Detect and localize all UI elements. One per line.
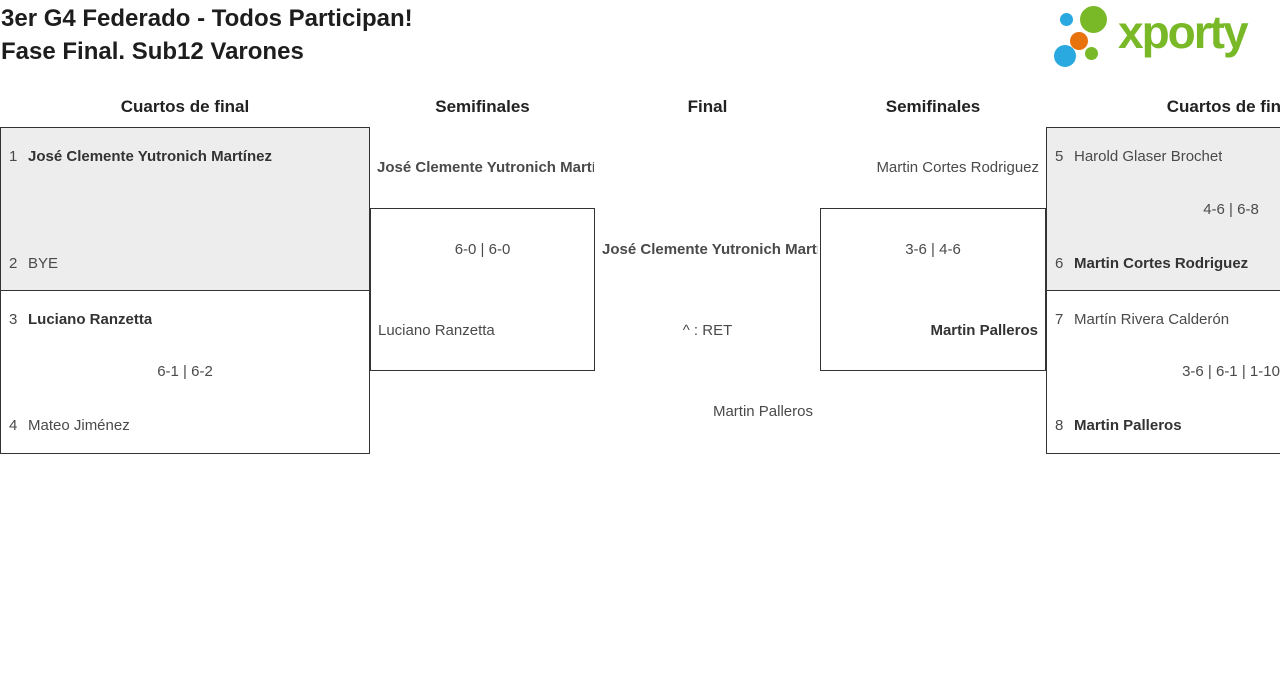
logo-wordmark: xporty — [1118, 6, 1249, 58]
logo-dot-small-blue — [1060, 13, 1073, 26]
match-score: 3-6 | 6-1 | 1-10 — [1182, 363, 1280, 380]
player-name: Martin Palleros — [1074, 417, 1182, 434]
match-row: 3 Luciano Ranzetta — [1, 311, 369, 329]
player-name: Martin Cortes Rodriguez — [1074, 255, 1249, 272]
match-row: 5 Harold Glaser Brochet — [1047, 148, 1280, 166]
player-name: Harold Glaser Brochet — [1074, 148, 1223, 165]
match-qf-left-bottom: 3 Luciano Ranzetta 6-1 | 6-2 4 Mateo Jim… — [0, 290, 370, 454]
player-name: Luciano Ranzetta — [378, 322, 495, 339]
logo-dot-small-green — [1085, 47, 1098, 60]
seed-number: 7 — [1055, 311, 1064, 328]
player-name: Martín Rivera Calderón — [1074, 311, 1230, 328]
match-sf-right: 3-6 | 4-6 Martin Palleros — [820, 208, 1046, 371]
round-header-cuartos-right: Cuartos de final — [1166, 97, 1280, 116]
match-qf-left-top: 1 José Clemente Yutronich Martínez 2 BYE — [0, 127, 370, 291]
round-header-semis-right: Semifinales — [885, 97, 981, 116]
match-row: 8 Martin Palleros — [1047, 417, 1280, 435]
player-name: Mateo Jiménez — [28, 417, 130, 434]
logo-dot-big-green — [1080, 6, 1107, 33]
seed-number: 2 — [9, 255, 18, 272]
player-name-sf-left-top: José Clemente Yutronich Martínez — [377, 159, 594, 176]
match-sf-left: 6-0 | 6-0 Luciano Ranzetta — [370, 208, 595, 371]
match-score: 6-1 | 6-2 — [157, 363, 213, 380]
seed-number: 5 — [1055, 148, 1064, 165]
player-name-sf-right-top: Martin Cortes Rodriguez — [876, 159, 1039, 176]
seed-number: 4 — [9, 417, 18, 434]
match-score: 6-0 | 6-0 — [454, 241, 511, 258]
round-header-cuartos-left: Cuartos de final — [120, 97, 250, 116]
player-name: BYE — [28, 255, 59, 272]
xporty-logo[interactable]: xporty — [0, 0, 1280, 80]
category-subtitle: Fase Final. Sub12 Varones — [1, 38, 304, 65]
seed-number: 3 — [9, 311, 18, 328]
match-row: Martin Palleros — [821, 322, 1045, 340]
player-name: Martin Palleros — [930, 322, 1038, 339]
match-row: 6 Martin Cortes Rodriguez — [1047, 255, 1280, 273]
match-row: Luciano Ranzetta — [371, 322, 594, 340]
match-row: 7 Martín Rivera Calderón — [1047, 311, 1280, 329]
match-row: 2 BYE — [1, 255, 369, 273]
tournament-title: 3er G4 Federado - Todos Participan! — [1, 5, 413, 32]
seed-number: 1 — [9, 148, 18, 165]
player-name: Luciano Ranzetta — [28, 311, 153, 328]
logo-dot-big-blue — [1054, 45, 1076, 67]
match-qf-right-bottom: 7 Martín Rivera Calderón 3-6 | 6-1 | 1-1… — [1046, 290, 1280, 454]
match-row: 1 José Clemente Yutronich Martínez — [1, 148, 369, 166]
match-row: 4 Mateo Jiménez — [1, 417, 369, 435]
round-header-final: Final — [687, 97, 728, 116]
player-name-final-top: José Clemente Yutronich Martínez — [602, 241, 818, 258]
player-name-final-bottom: Martin Palleros — [712, 403, 813, 420]
match-score: 3-6 | 4-6 — [905, 241, 961, 258]
player-name: José Clemente Yutronich Martínez — [28, 148, 272, 165]
match-score: 4-6 | 6-8 — [1203, 201, 1259, 218]
seed-number: 6 — [1055, 255, 1064, 272]
match-qf-right-top: 5 Harold Glaser Brochet 4-6 | 6-8 6 Mart… — [1046, 127, 1280, 291]
logo-dot-orange — [1070, 32, 1088, 50]
seed-number: 8 — [1055, 417, 1064, 434]
final-score: ^ : RET — [682, 322, 733, 339]
round-header-semis-left: Semifinales — [435, 97, 530, 116]
